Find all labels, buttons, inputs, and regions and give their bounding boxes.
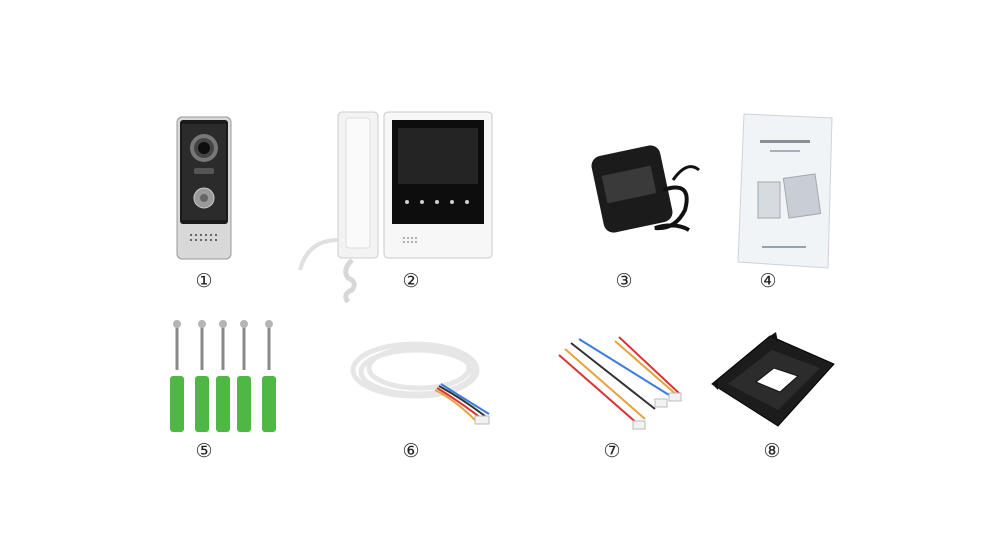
doorbell-camera bbox=[176, 116, 232, 260]
screws-and-anchors bbox=[162, 318, 282, 436]
item-label-7: ⑦ bbox=[603, 440, 621, 462]
user-manual bbox=[736, 112, 836, 272]
mounting-bracket bbox=[708, 330, 838, 430]
item-label-5: ⑤ bbox=[195, 440, 213, 462]
cable-coil bbox=[345, 330, 505, 430]
item-label-1: ① bbox=[195, 270, 213, 292]
item-label-4: ④ bbox=[759, 270, 777, 292]
power-adapter bbox=[585, 140, 715, 250]
item-label-8: ⑧ bbox=[763, 440, 781, 462]
item-label-6: ⑥ bbox=[402, 440, 420, 462]
connector-wires bbox=[555, 335, 685, 435]
item-label-2: ② bbox=[402, 270, 420, 292]
indoor-monitor bbox=[296, 110, 496, 315]
item-label-3: ③ bbox=[615, 270, 633, 292]
